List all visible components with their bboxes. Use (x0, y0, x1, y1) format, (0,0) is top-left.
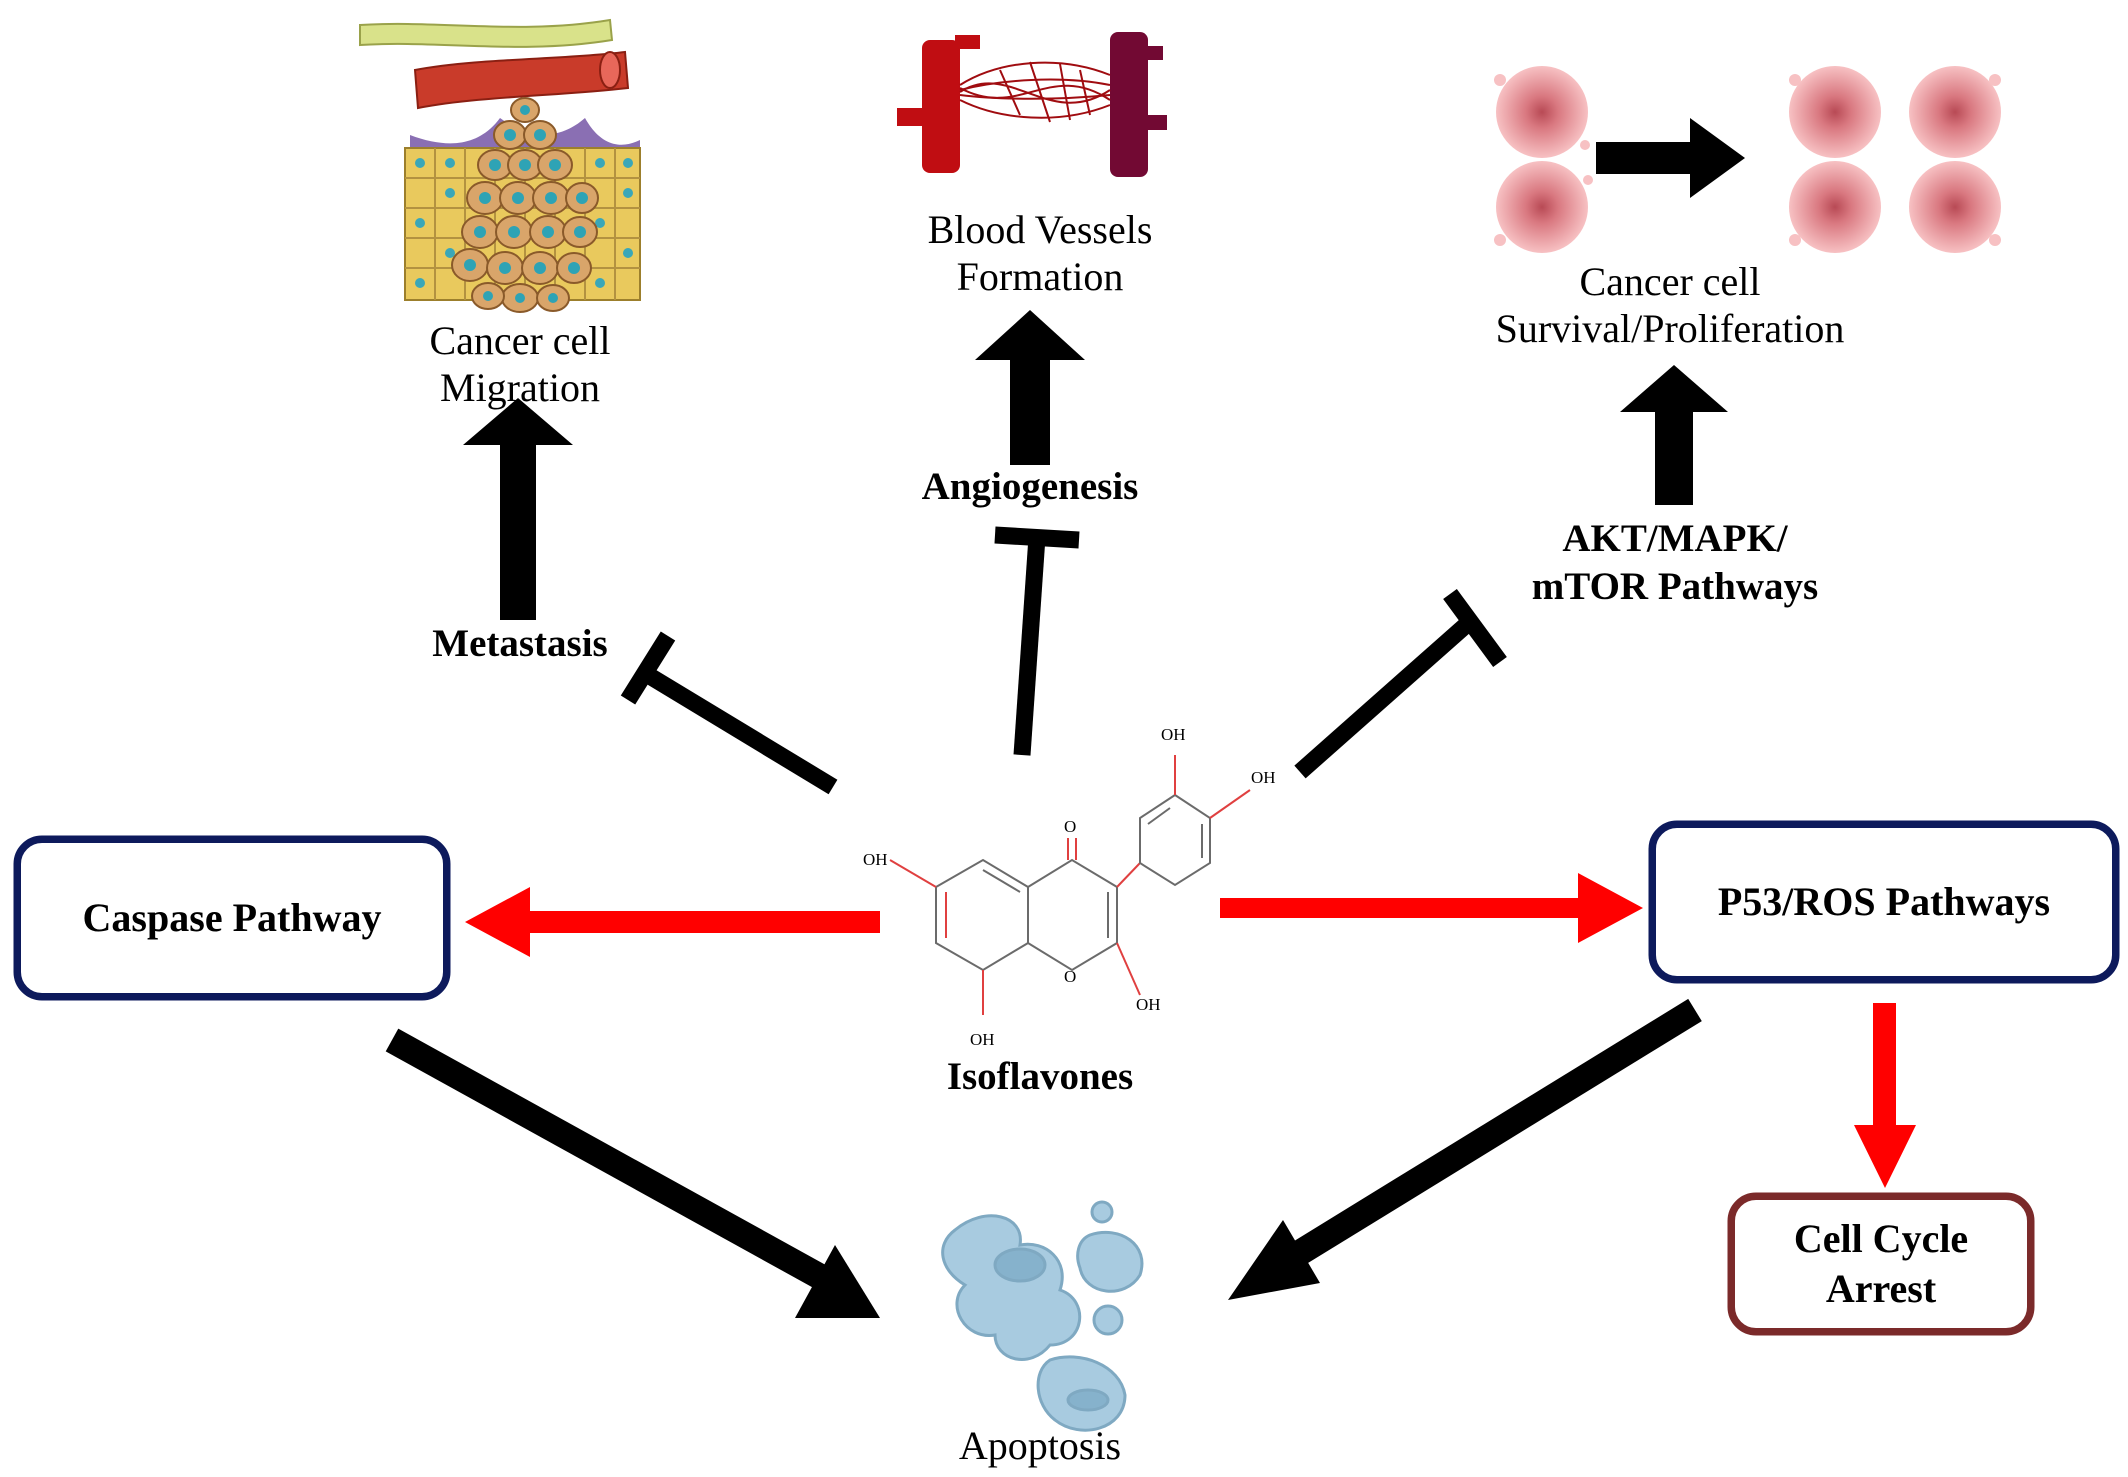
akt-line2: mTOR Pathways (1531, 565, 1819, 608)
inhibit-metastasis (620, 631, 838, 795)
migration-label: Cancer cell Migration (380, 317, 660, 411)
akt-line1: AKT/MAPK/ (1562, 517, 1788, 560)
inhibit-angiogenesis (994, 526, 1080, 756)
apoptosis-illustration (941, 1200, 1144, 1432)
cancer-cell-multiplied (1789, 66, 2001, 253)
angiogenesis-label: Angiogenesis (921, 465, 1139, 508)
red-arrow-to-caspase (465, 887, 880, 957)
proliferation-arrow (1596, 118, 1745, 198)
inhibit-akt-pathways (1294, 588, 1507, 779)
hydroxyl-label: OH (970, 1030, 995, 1049)
migration-line2: Migration (440, 365, 600, 410)
vessels-line1: Blood Vessels (927, 207, 1153, 252)
vessels-line2: Formation (956, 254, 1124, 299)
hydroxyl-label: OH (1251, 768, 1276, 787)
arrow-metastasis-to-migration (463, 398, 573, 620)
apoptosis-label: Apoptosis (958, 1423, 1122, 1468)
cell-cycle-arrest-box: Cell Cycle Arrest (1730, 1195, 2032, 1333)
migration-line1: Cancer cell (429, 318, 611, 363)
carbonyl-oxygen-label: O (1064, 817, 1076, 836)
arrow-caspase-to-apoptosis (385, 1028, 880, 1318)
survival-line2: Survival/Proliferation (1495, 306, 1845, 351)
caspase-pathway-label: Caspase Pathway (82, 895, 382, 940)
metastasis-label: Metastasis (432, 622, 608, 665)
ring-oxygen-label: O (1064, 967, 1076, 986)
survival-line1: Cancer cell (1579, 259, 1761, 304)
hydroxyl-label: OH (1136, 995, 1161, 1014)
survival-label: Cancer cell Survival/Proliferation (1470, 258, 1870, 352)
arrest-line2: Arrest (1825, 1266, 1937, 1311)
p53-ros-pathways-label: P53/ROS Pathways (1717, 879, 2051, 924)
arrow-angiogenesis-to-vessels (975, 310, 1085, 465)
cancer-proliferation-illustration (1494, 66, 2001, 253)
isoflavones-label: Isoflavones (946, 1055, 1134, 1098)
akt-mapk-mtor-label: AKT/MAPK/ mTOR Pathways (1500, 515, 1850, 611)
red-arrow-to-cell-cycle-arrest (1854, 1003, 1916, 1188)
hydroxyl-label: OH (1161, 725, 1186, 744)
caspase-pathway-box: Caspase Pathway (16, 838, 448, 998)
hydroxyl-label: OH (863, 850, 888, 869)
isoflavone-structure (889, 755, 1251, 1015)
arrow-p53-to-apoptosis (1228, 998, 1702, 1300)
molecule-atom-labels: OH O O OH OH OH OH (863, 725, 1276, 1049)
red-arrow-to-p53 (1220, 873, 1643, 943)
cancer-cell-single (1496, 66, 1588, 253)
arrest-line1: Cell Cycle (1793, 1216, 1969, 1261)
vessels-label: Blood Vessels Formation (900, 206, 1180, 300)
blood-vessels-illustration (897, 32, 1167, 177)
cancer-migration-illustration (359, 18, 641, 313)
arrow-akt-to-survival (1620, 365, 1728, 505)
p53-ros-pathways-box: P53/ROS Pathways (1651, 823, 2117, 981)
